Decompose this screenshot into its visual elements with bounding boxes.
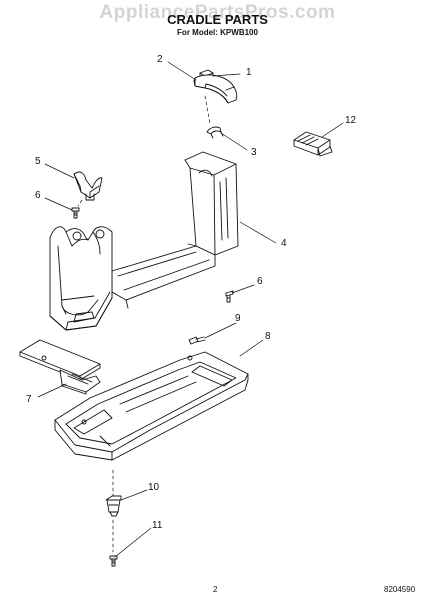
callout-3: 3 [251, 147, 257, 158]
callout-8: 8 [265, 331, 271, 342]
part-3-clip [206, 126, 224, 139]
part-10-foot [105, 495, 122, 517]
watermark: AppliancePartsPros.com [99, 2, 336, 23]
page-title: CRADLE PARTS [167, 12, 268, 27]
part-2-top-cap [193, 74, 238, 104]
callout-11: 11 [152, 520, 163, 531]
model-subtitle: For Model: KPWB100 [177, 28, 258, 37]
callout-2: 2 [157, 54, 163, 65]
part-9-screw [188, 336, 206, 345]
callout-7: 7 [26, 394, 32, 405]
leader-lines [37, 61, 344, 558]
document-number: 8204590 [384, 585, 416, 594]
callout-6-lower: 6 [257, 276, 263, 287]
part-7-plate [19, 339, 101, 395]
page-number: 2 [213, 585, 218, 594]
callout-1: 1 [246, 67, 252, 78]
assembly-lines [77, 95, 211, 553]
callout-12: 12 [345, 115, 357, 126]
part-5-insert [73, 171, 103, 201]
part-6-screw-upper [71, 207, 80, 219]
callout-9: 9 [235, 313, 241, 324]
part-11-screw [109, 555, 118, 567]
part-8-base-frame [54, 351, 249, 461]
part-4-cradle-body [49, 151, 239, 331]
callout-4: 4 [281, 238, 287, 249]
callout-10: 10 [148, 482, 160, 493]
part-6-screw-lower [225, 290, 234, 303]
callout-6-upper: 6 [35, 190, 41, 201]
callout-5: 5 [35, 156, 41, 167]
part-12-bracket [293, 131, 333, 157]
